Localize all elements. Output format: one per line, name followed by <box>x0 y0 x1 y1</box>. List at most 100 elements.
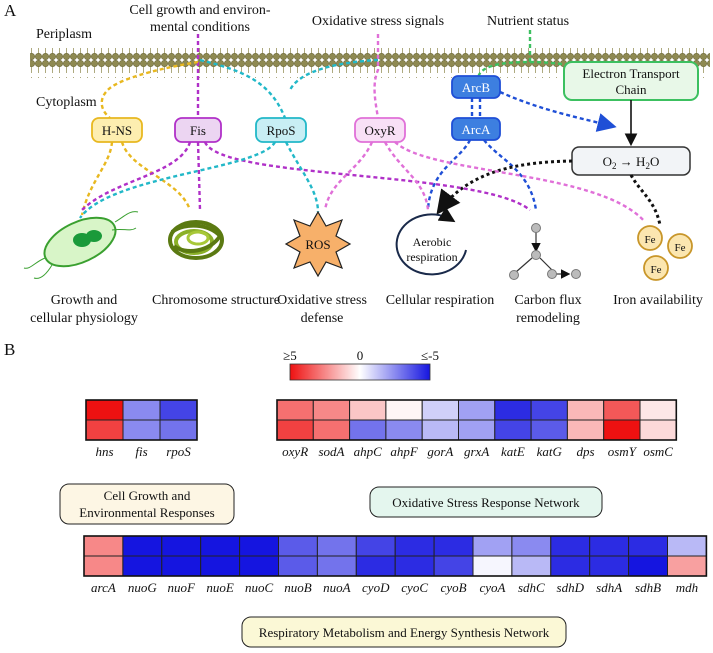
heatmap-cell <box>349 419 387 441</box>
etc-label-line1: Electron Transport <box>582 66 680 81</box>
bacterium-icon <box>23 211 139 279</box>
output-lines <box>79 141 646 223</box>
panel-a-label: A <box>4 1 17 20</box>
heatmap-cell <box>312 419 351 441</box>
heatmap-cell <box>667 535 707 557</box>
carbon-flux-icon <box>509 223 581 280</box>
heatmap-cell <box>530 399 568 421</box>
svg-text:ArcB: ArcB <box>462 80 490 95</box>
heatmap-cell <box>433 535 474 557</box>
signal-growth-line1: Cell growth and environ- <box>129 3 270 18</box>
regulator-fis: Fis <box>174 117 222 143</box>
outcome-growth-line1: Growth and <box>51 293 118 308</box>
group-cell-growth: Cell Growth and Environmental Responses <box>59 483 235 525</box>
regulator-arca: ArcA <box>451 117 501 141</box>
gene-label: cyoC <box>401 580 428 595</box>
gene-label: sdhB <box>635 580 661 595</box>
gene-label: katE <box>501 444 525 459</box>
svg-text:Aerobic: Aerobic <box>413 235 452 249</box>
o2-h2o-reaction: O2 → H2O <box>603 154 660 171</box>
heatmap-cell <box>200 535 241 557</box>
svg-text:RpoS: RpoS <box>267 123 296 138</box>
heatmap-cell <box>511 535 552 557</box>
heatmap-cell <box>566 419 605 441</box>
gene-label: fis <box>135 444 147 459</box>
iron-icon: Fe Fe Fe <box>637 225 693 281</box>
heatmap-cell <box>589 555 630 577</box>
heatmap-cell <box>312 399 351 421</box>
heatmap-cell <box>239 535 280 557</box>
outcome-oxidative-line2: defense <box>301 311 344 326</box>
outcome-oxidative-line1: Oxidative stress <box>277 293 367 308</box>
gene-label: sdhA <box>596 580 622 595</box>
periplasm-label: Periplasm <box>36 27 92 42</box>
svg-text:Environmental Responses: Environmental Responses <box>79 505 214 520</box>
heatmap-cell <box>85 419 124 441</box>
gene-label: katG <box>537 444 563 459</box>
svg-text:Fe: Fe <box>675 242 686 254</box>
gene-label: sodA <box>318 444 344 459</box>
heatmap-cell <box>83 535 124 557</box>
heatmap-cell <box>394 535 435 557</box>
group-oxidative: Oxidative Stress Response Network <box>369 486 603 518</box>
heatmap-cell <box>122 419 161 441</box>
color-scale-min: ≥5 <box>283 348 297 363</box>
heatmap-cell <box>667 555 707 577</box>
gene-label: osmC <box>643 444 673 459</box>
svg-text:ROS: ROS <box>305 237 330 252</box>
outcome-carbon-line2: remodeling <box>516 311 580 326</box>
heatmap-cell <box>83 555 124 577</box>
heatmap-cell <box>200 555 241 577</box>
heatmap-cell <box>278 555 318 577</box>
gene-label: nuoG <box>128 580 158 595</box>
heatmap-cell <box>355 535 396 557</box>
gene-label: sdhD <box>557 580 585 595</box>
arc-lines <box>426 90 617 211</box>
outcome-iron: Iron availability <box>613 293 703 308</box>
etc-label-line2: Chain <box>615 82 647 97</box>
heatmap-cell <box>550 535 591 557</box>
gene-label: rpoS <box>166 444 191 459</box>
heatmap-cell <box>394 555 435 577</box>
heatmap-cell <box>628 535 668 557</box>
heatmap-cell <box>472 555 513 577</box>
heatmap-cell <box>472 535 513 557</box>
heatmap-cell <box>276 419 314 441</box>
heatmap-cell <box>161 535 202 557</box>
svg-text:Fe: Fe <box>651 264 662 276</box>
gene-label: cyoA <box>479 580 505 595</box>
outcome-carbon-line1: Carbon flux <box>514 293 581 308</box>
regulator-arcb: ArcB <box>451 75 501 99</box>
heatmap-cell <box>85 399 124 421</box>
panel-b-label: B <box>4 340 15 359</box>
regulator-oxyr: OxyR <box>354 117 406 143</box>
heatmap-cell <box>122 535 163 557</box>
signal-growth-line2: mental conditions <box>150 20 250 35</box>
gene-label: osmY <box>608 444 638 459</box>
gene-label: ahpC <box>354 444 383 459</box>
heatmap-cell <box>458 399 496 421</box>
heatmap-cell <box>159 419 198 441</box>
aerobic-respiration-icon: Aerobic respiration <box>395 206 467 276</box>
heatmap-cell <box>566 399 605 421</box>
heatmap-cell <box>239 555 280 577</box>
svg-text:H-NS: H-NS <box>102 123 132 138</box>
gene-label: cyoB <box>441 580 467 595</box>
gene-label: cyoD <box>362 580 390 595</box>
heatmap-cell <box>355 555 396 577</box>
gene-label: nuoC <box>245 580 274 595</box>
heatmap-cell <box>122 555 163 577</box>
svg-text:Fe: Fe <box>645 234 656 246</box>
heatmap-cell <box>349 399 387 421</box>
cytoplasm-label: Cytoplasm <box>36 95 97 110</box>
outcome-cellular-respiration: Cellular respiration <box>386 293 494 308</box>
heatmap-cell <box>603 419 641 441</box>
svg-text:ArcA: ArcA <box>462 122 491 137</box>
heatmap-cell <box>458 419 496 441</box>
heatmap-border <box>85 399 198 441</box>
heatmap-border <box>83 535 708 577</box>
heatmap-cell <box>385 399 423 421</box>
